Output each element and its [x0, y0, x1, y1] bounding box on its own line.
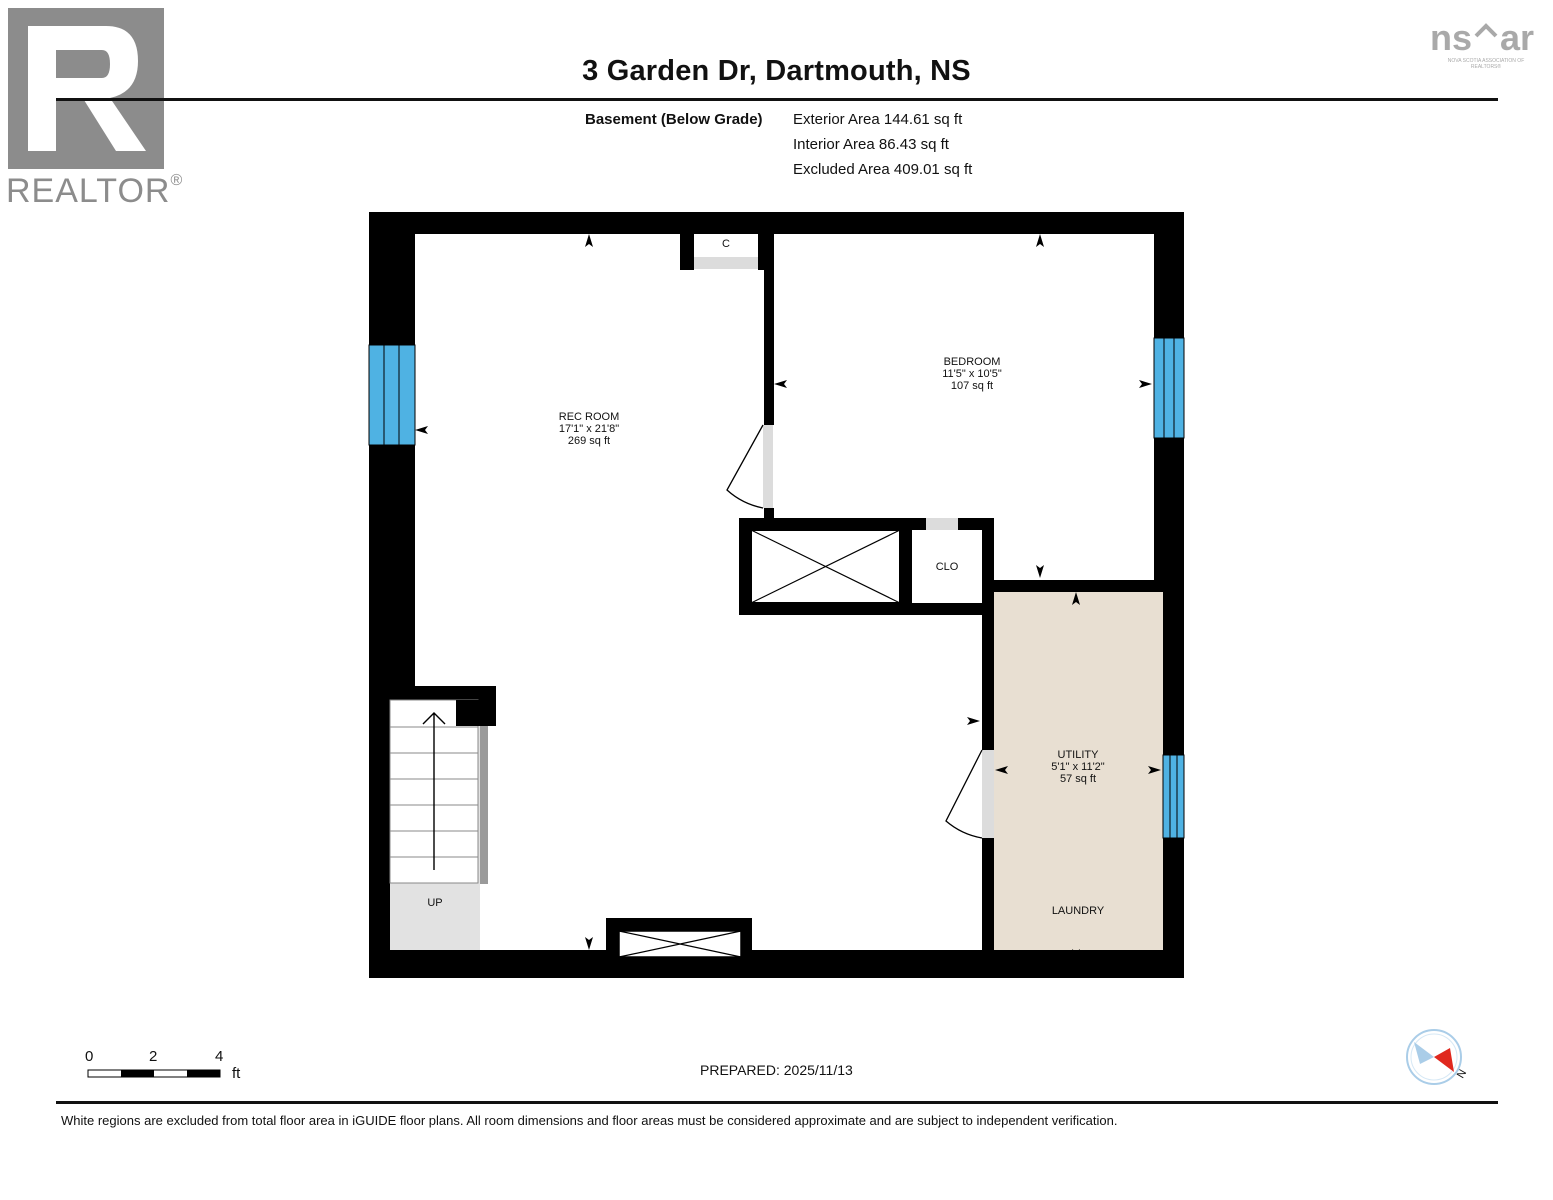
room-name: BEDROOM — [943, 356, 1001, 368]
excluded-area: Excluded Area 409.01 sq ft — [793, 161, 973, 178]
svg-text:ar: ar — [1500, 17, 1534, 58]
compass-icon — [1406, 1029, 1462, 1085]
door-swings — [726, 424, 983, 839]
footer-rule — [56, 1101, 1498, 1104]
prepared-date: PREPARED: 2025/11/13 — [700, 1062, 853, 1078]
scale-unit: ft — [232, 1065, 241, 1082]
scale-label-0: 0 — [85, 1048, 94, 1065]
room-name: REC ROOM — [558, 411, 620, 423]
svg-text:ns: ns — [1430, 17, 1472, 58]
realtor-logo: REALTOR® — [6, 6, 186, 211]
door-openings — [694, 257, 994, 838]
room-label-closet-clo: CLO — [935, 561, 959, 573]
scale-label-2: 2 — [149, 1048, 158, 1065]
scale-label-4: 4 — [215, 1048, 224, 1065]
realtor-r-icon — [8, 8, 164, 169]
room-area: 57 sq ft — [1059, 773, 1097, 785]
interior-area: Interior Area 86.43 sq ft — [793, 136, 949, 153]
realtor-registered-mark: ® — [170, 172, 184, 189]
room-dimensions: 5'1" x 11'2" — [1051, 761, 1105, 773]
room-name: UTILITY — [1057, 749, 1099, 761]
exterior-area: Exterior Area 144.61 sq ft — [793, 111, 963, 128]
room-label-rec-room: REC ROOM 17'1" x 21'8" 269 sq ft — [529, 411, 649, 447]
staircase — [389, 699, 496, 950]
room-label-closet-c: C — [722, 238, 730, 250]
windows — [368, 337, 1185, 839]
level-name: Basement (Below Grade) — [585, 111, 763, 128]
room-area: 269 sq ft — [567, 435, 611, 447]
window-rec-room — [368, 344, 416, 446]
room-label-laundry: LAUNDRY — [1051, 905, 1105, 917]
nsar-logo: ns ar NOVA SCOTIA ASSOCIATION OF REALTOR… — [1428, 14, 1548, 74]
window-utility — [1162, 754, 1185, 839]
closet-clo-box — [912, 530, 982, 603]
page-title: 3 Garden Dr, Dartmouth, NS — [582, 55, 971, 87]
stairs-label: UP — [427, 897, 443, 909]
scale-bar — [87, 1069, 221, 1078]
realtor-text: REALTOR — [6, 172, 171, 210]
stair-up-arrow-icon — [422, 712, 446, 870]
dimension-arrows — [415, 234, 1161, 962]
nsar-house-icon: ns ar — [1430, 17, 1534, 58]
utility-room-fill — [993, 591, 1163, 963]
nsar-subtitle: NOVA SCOTIA ASSOCIATION OF REALTORS® — [1447, 58, 1525, 70]
footer-disclaimer: White regions are excluded from total fl… — [61, 1113, 1118, 1128]
title-rule — [56, 98, 1498, 101]
room-label-bedroom: BEDROOM 11'5" x 10'5" 107 sq ft — [912, 356, 1032, 392]
window-bedroom — [1153, 337, 1185, 439]
room-area: 107 sq ft — [950, 380, 994, 392]
room-dimensions: 11'5" x 10'5" — [942, 368, 1002, 380]
room-dimensions: 17'1" x 21'8" — [558, 423, 620, 435]
room-label-utility: UTILITY 5'1" x 11'2" 57 sq ft — [1018, 749, 1138, 785]
